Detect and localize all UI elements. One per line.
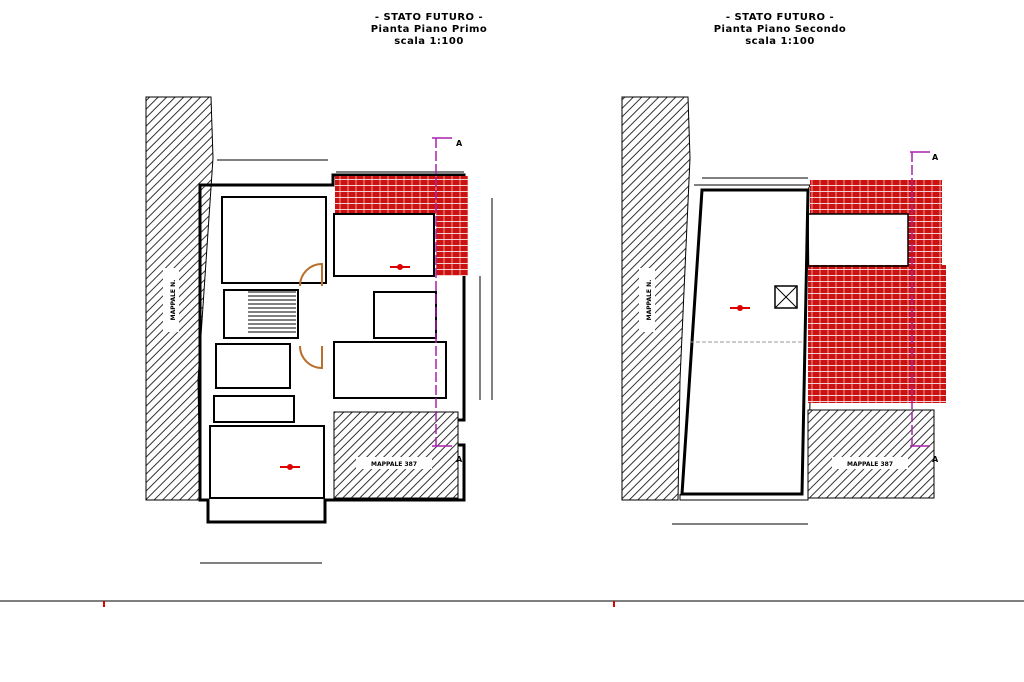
dimension-lines-2 <box>672 177 808 525</box>
plan-second: MAPPALE N. MAPPALE 387 <box>621 96 946 525</box>
room-bedroom-2 <box>333 213 435 277</box>
plan-first-section-marker-top: A <box>456 139 463 148</box>
room-stairs <box>223 289 299 339</box>
plan-first-section-marker-bottom: A <box>456 455 463 464</box>
room-bedroom-4 <box>209 425 325 499</box>
room-small-2 <box>213 395 295 423</box>
plan-first-neighbor-bottom-hatch <box>333 411 459 499</box>
building-outline <box>198 173 466 524</box>
room-bedroom-3 <box>333 341 447 399</box>
plan-first-title-block: - STATO FUTURO - Pianta Piano Primo scal… <box>319 12 539 48</box>
room-bedroom-1 <box>221 196 327 284</box>
plan-second-subtitle: Pianta Piano Secondo <box>713 24 847 35</box>
section-line-2 <box>910 151 930 447</box>
plan-first-scale: scala 1:100 <box>394 36 464 47</box>
plan-first-subtitle: Pianta Piano Primo <box>370 24 488 35</box>
plan-second-title: - STATO FUTURO - <box>725 12 835 23</box>
plan-second-section-marker-bottom: A <box>932 455 939 464</box>
room-small-1 <box>215 343 291 389</box>
plan-second-title-block: - STATO FUTURO - Pianta Piano Secondo sc… <box>670 12 890 48</box>
plan-first: MAPPALE N. MAPPALE 387 <box>145 96 493 564</box>
level-marker-3 <box>730 305 750 311</box>
plan-first-neighbor-left-label: MAPPALE N. <box>170 280 177 321</box>
roof-terrace-outline <box>680 188 810 496</box>
door-arc-1 <box>299 262 323 287</box>
section-line <box>432 137 452 447</box>
stair-treads <box>248 291 296 333</box>
plan-second-neighbor-bottom-label: MAPPALE 387 <box>847 461 893 468</box>
roof-tiles-side <box>436 176 468 276</box>
plan-first-neighbor-bottom-label: MAPPALE 387 <box>371 461 417 468</box>
door-arc-2 <box>299 345 323 370</box>
neighbor-left-hatch-2 <box>621 96 691 501</box>
room-bath <box>373 291 437 339</box>
plan-second-section-marker-top: A <box>932 153 939 162</box>
plan-second-neighbor-bottom-hatch <box>807 409 935 499</box>
chimney <box>774 285 798 309</box>
plan-second-neighbor-left-label: MAPPALE N. <box>646 280 653 321</box>
level-marker-2 <box>280 464 300 470</box>
level-marker-1 <box>390 264 410 270</box>
plan-first-title: - STATO FUTURO - <box>374 12 484 23</box>
roof-tiles-2-right <box>908 180 942 266</box>
neighbor-left-hatch <box>145 96 214 501</box>
roof-tiles-2-main <box>808 265 946 403</box>
plan-second-scale: scala 1:100 <box>745 36 815 47</box>
dimension-lines <box>200 159 493 564</box>
